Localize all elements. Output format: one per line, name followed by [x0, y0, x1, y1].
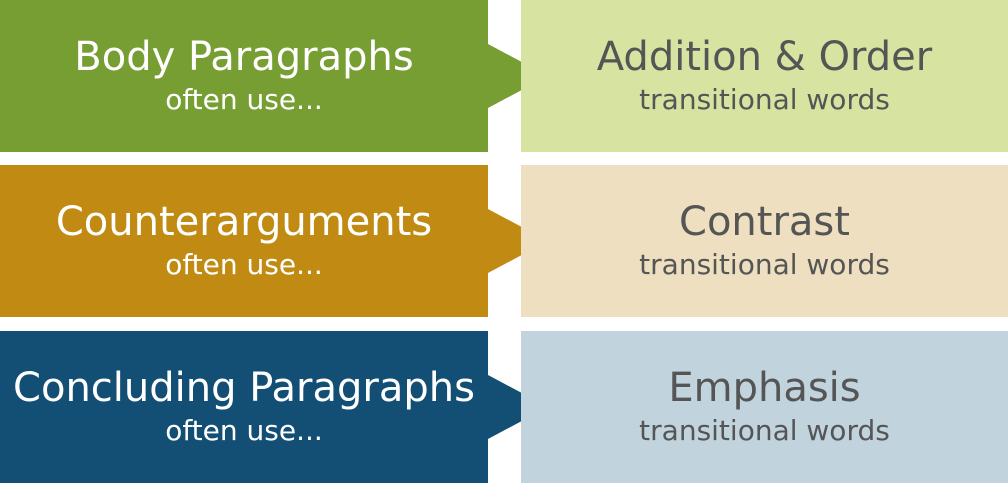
right-box-emphasis: Emphasis transitional words [521, 331, 1008, 483]
left-box-counterarguments: Counterarguments often use... [0, 165, 488, 317]
right-box-subtitle: transitional words [639, 83, 890, 116]
row-body-paragraphs: Body Paragraphs often use... Addition & … [0, 0, 1008, 152]
left-box-concluding-paragraphs: Concluding Paragraphs often use... [0, 331, 488, 483]
left-box-title: Concluding Paragraphs [13, 365, 475, 411]
left-box-subtitle: often use... [165, 248, 323, 281]
right-box-title: Contrast [679, 199, 850, 245]
left-box-subtitle: often use... [165, 414, 323, 447]
left-box-body-paragraphs: Body Paragraphs often use... [0, 0, 488, 152]
row-concluding-paragraphs: Concluding Paragraphs often use... Empha… [0, 331, 1008, 483]
left-box-title: Counterarguments [55, 199, 433, 245]
right-box-subtitle: transitional words [639, 248, 890, 281]
left-box-title: Body Paragraphs [74, 34, 414, 80]
right-box-title: Addition & Order [596, 34, 933, 80]
row-counterarguments: Counterarguments often use... Contrast t… [0, 165, 1008, 317]
right-box-subtitle: transitional words [639, 414, 890, 447]
right-box-title: Emphasis [668, 365, 861, 411]
right-box-addition-order: Addition & Order transitional words [521, 0, 1008, 152]
right-box-contrast: Contrast transitional words [521, 165, 1008, 317]
left-box-subtitle: often use... [165, 83, 323, 116]
